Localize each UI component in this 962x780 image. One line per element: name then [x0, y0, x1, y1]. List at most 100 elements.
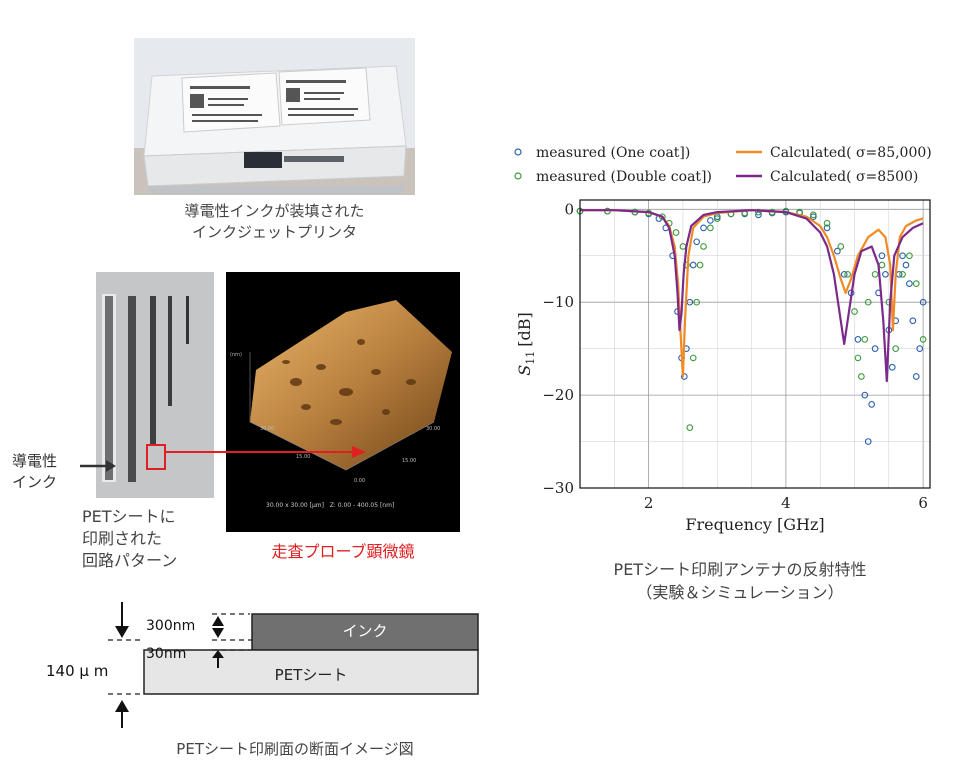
printer-photo [134, 38, 415, 195]
series-point-1-14 [707, 224, 714, 232]
series-point-0-31 [868, 401, 876, 408]
afm-tick-a: 30.00 [260, 426, 275, 432]
pattern-caption-line2: 印刷された [82, 529, 163, 548]
zoom-region-box [146, 444, 166, 470]
x-tick-label-0: 2 [644, 494, 654, 512]
series-point-0-30 [864, 438, 872, 445]
afm-tick-b: 30.00 [426, 426, 441, 432]
series-point-0-13 [693, 238, 701, 246]
chart-caption: PETシート印刷アンテナの反射特性 （実験＆シミュレーション） [530, 558, 950, 604]
series-point-1-9 [686, 424, 694, 431]
series-point-1-22 [809, 211, 817, 219]
series-point-0-45 [916, 345, 924, 352]
printer-caption-line1: 導電性インクが装填された [184, 202, 365, 220]
series-point-0-26 [840, 270, 848, 278]
printer-caption: 導電性インクが装填された インクジェットプリンタ [134, 201, 415, 243]
ink-pointer-arrow [80, 460, 116, 472]
chart-series [576, 207, 927, 445]
pattern-caption-line1: PETシートに [82, 507, 176, 526]
ink-label-line2: インク [12, 473, 58, 491]
pet-thickness-label: 140 μ m [46, 662, 109, 680]
series-point-1-12 [696, 261, 704, 269]
pattern-caption-line3: 回路パターン [82, 551, 178, 570]
legend-one-coat: measured (One coat]) [536, 145, 690, 161]
legend-calc-8500: Calculated( σ=8500) [770, 169, 918, 185]
series-point-0-34 [878, 252, 886, 260]
y-tick-label-1: −10 [542, 293, 574, 311]
legend-double-coat: measured (Double coat]) [536, 169, 712, 185]
series-point-1-23 [823, 219, 831, 227]
printer-caption-line2: インクジェットプリンタ [191, 223, 357, 241]
afm-z-axis-label: (nm) [230, 352, 242, 358]
series-point-1-24 [837, 243, 845, 250]
series-line-3 [580, 209, 924, 383]
series-point-1-28 [858, 373, 865, 380]
afm-tick-d: 15.00 [402, 458, 417, 464]
series-point-0-43 [909, 317, 917, 325]
y-tick-label-0: 0 [564, 200, 574, 218]
y-axis-title-unit: [dB] [515, 312, 534, 346]
gap-thickness-label: 30nm [146, 646, 187, 662]
series-point-0-32 [871, 345, 879, 352]
series-point-0-28 [854, 336, 862, 343]
legend-marker-double-coat [514, 172, 522, 180]
zoom-arrow [166, 446, 366, 458]
series-point-0-24 [823, 224, 831, 232]
series-point-0-12 [689, 261, 697, 269]
pet-layer-label: PETシート [274, 666, 348, 684]
series-point-0-42 [906, 280, 913, 287]
series-point-1-36 [906, 252, 913, 260]
chart-grid [580, 200, 930, 489]
chart-legend: measured (One coat]) measured (Double co… [514, 145, 932, 185]
series-point-1-11 [693, 298, 701, 306]
series-point-0-35 [882, 270, 889, 278]
series-point-1-35 [899, 270, 906, 278]
s11-chart: measured (One coat]) measured (Double co… [514, 145, 932, 534]
y-tick-label-2: −20 [542, 386, 574, 404]
plot-frame [579, 199, 931, 489]
series-point-0-15 [707, 217, 714, 224]
y-axis-title-sub: 11 [524, 351, 537, 365]
y-axis-title-main: S [515, 365, 534, 376]
ink-label-line1: 導電性 [12, 452, 58, 470]
chart-caption-line1: PETシート印刷アンテナの反射特性 [613, 560, 867, 579]
afm-footer: 30.00 x 30.00 [μm] Z: 0.00 - 400.05 [nm] [266, 502, 395, 509]
series-point-0-44 [912, 373, 920, 380]
series-point-1-27 [854, 354, 862, 362]
series-point-1-6 [672, 229, 680, 236]
series-point-0-14 [700, 224, 707, 232]
series-point-0-37 [888, 363, 896, 371]
cross-section-caption: PETシート印刷面の断面イメージ図 [176, 740, 414, 758]
series-point-0-40 [899, 252, 906, 260]
series-point-0-25 [834, 247, 841, 255]
y-axis-title: S11 [dB] [515, 312, 537, 375]
afm-image: (nm) 30.00 30.00 15.00 15.00 0.00 30.00 … [226, 272, 460, 532]
series-point-1-10 [689, 354, 697, 362]
series-point-1-13 [700, 243, 707, 250]
afm-tick-e: 0.00 [354, 478, 366, 484]
afm-caption: 走査プローブ顕微鏡 [271, 542, 415, 561]
ink-layer-label: インク [342, 622, 388, 640]
printed-strips [96, 272, 214, 498]
series-point-0-46 [919, 298, 927, 306]
legend-marker-one-coat [514, 148, 522, 156]
series-point-0-9 [680, 373, 688, 380]
ink-label: 導電性 インク [12, 451, 57, 493]
series-point-1-25 [844, 270, 851, 278]
x-tick-label-1: 4 [781, 494, 791, 512]
series-point-1-15 [713, 215, 721, 222]
x-axis-title: Frequency [GHz] [685, 515, 824, 534]
series-point-1-29 [861, 336, 869, 343]
series-point-0-41 [902, 261, 910, 269]
printer-illustration [134, 38, 415, 195]
ink-thickness-label: 300nm [146, 618, 196, 634]
chart-caption-line2: （実験＆シミュレーション） [636, 583, 844, 602]
afm-surface [226, 272, 460, 532]
y-tick-label-3: −30 [542, 479, 574, 497]
series-point-1-37 [912, 280, 920, 287]
pattern-caption: PETシートに 印刷された 回路パターン [82, 506, 177, 572]
legend-calc-85000: Calculated( σ=85,000) [770, 145, 932, 161]
series-point-1-26 [851, 308, 858, 315]
series-point-1-38 [919, 336, 927, 343]
